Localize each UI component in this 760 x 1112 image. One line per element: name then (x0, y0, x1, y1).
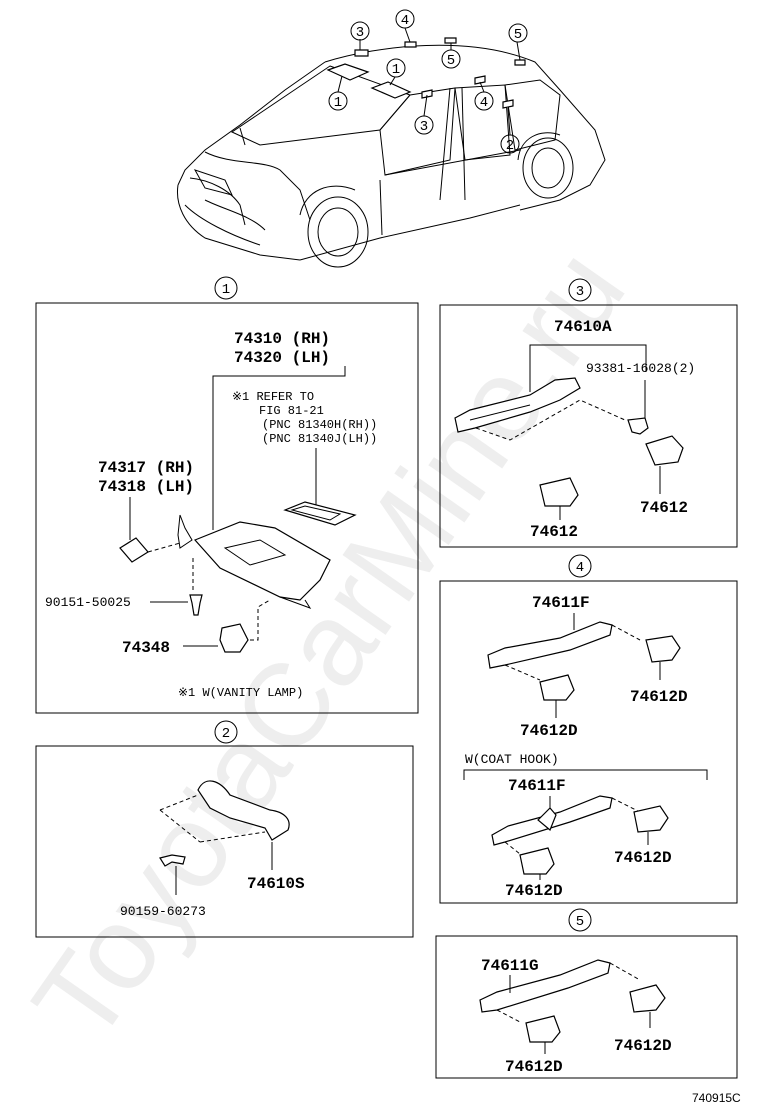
visor-part-rh: 74310 (RH) (234, 330, 330, 348)
cover-right-4: 74612D (630, 688, 688, 706)
svg-text:2: 2 (506, 138, 514, 154)
figure-code: 740915C (692, 1091, 741, 1105)
svg-text:5: 5 (514, 27, 522, 43)
visor-clip (219, 623, 249, 653)
car-callout: 1 (386, 58, 406, 78)
svg-text:4: 4 (576, 560, 584, 576)
car-illustration: 3 4 5 5 1 1 3 4 2 (176, 9, 606, 268)
cover-left-3: 74612 (530, 523, 578, 541)
assist-grip (487, 621, 613, 669)
assist-grip (454, 377, 581, 433)
grip-bolt (159, 854, 186, 867)
coat-hook-label: W(COAT HOOK) (465, 752, 559, 767)
svg-text:3: 3 (356, 25, 364, 41)
car-callout: 5 (441, 49, 461, 69)
note-line-1: ※1 REFER TO (232, 390, 314, 404)
grip-cover-bottom-2 (519, 847, 555, 875)
svg-text:5: 5 (447, 53, 455, 69)
cover-bottom-5: 74612D (505, 1058, 563, 1076)
grip-cover-bottom (539, 674, 575, 701)
grip-part-5: 74611G (481, 957, 539, 975)
cover-right-3: 74612 (640, 499, 688, 517)
grip-part-4: 74611F (532, 594, 590, 612)
svg-text:1: 1 (334, 95, 342, 111)
car-callout: 5 (508, 23, 528, 43)
cover-bottom-4b: 74612D (505, 882, 563, 900)
car-callout: 4 (474, 91, 494, 111)
svg-text:1: 1 (222, 282, 230, 298)
car-callout: 3 (414, 115, 434, 135)
panel-1-footnote: ※1 W(VANITY LAMP) (178, 686, 303, 700)
grip-cover-right (645, 435, 684, 466)
panel-5-assist-grip: 5 74611G 74612D 74612D (435, 908, 738, 1079)
grip-cover-right (629, 984, 666, 1013)
panel-5-badge: 5 (568, 908, 592, 932)
screw-part-3: 93381-16028(2) (586, 361, 695, 376)
screw-part: 90151-50025 (45, 595, 131, 610)
car-callout: 4 (395, 9, 415, 29)
panel-2-badge: 2 (214, 720, 238, 744)
holder-part-rh: 74317 (RH) (98, 459, 194, 477)
svg-text:3: 3 (576, 284, 584, 300)
note-line-2: FIG 81-21 (259, 404, 324, 418)
panel-3-badge: 3 (568, 278, 592, 302)
assist-grip (197, 780, 290, 841)
svg-text:4: 4 (401, 13, 409, 29)
svg-text:5: 5 (576, 914, 584, 930)
svg-text:1: 1 (392, 62, 400, 78)
car-callout: 2 (500, 134, 520, 154)
svg-text:4: 4 (480, 95, 488, 111)
car-callout: 3 (350, 21, 370, 41)
grip-part-3: 74610A (554, 318, 612, 336)
assist-grip (479, 959, 611, 1013)
car-callout: 1 (328, 91, 348, 111)
vanity-lamp (283, 501, 357, 526)
grip-cover-right (645, 635, 681, 663)
grip-part-4b: 74611F (508, 777, 566, 795)
note-line-3: (PNC 81340H(RH)) (262, 418, 377, 432)
screw (189, 594, 203, 616)
grip-cover-bottom (525, 1015, 561, 1043)
panel-1-badge: 1 (214, 276, 238, 300)
clip-part: 74348 (122, 639, 170, 657)
bolt-part-2: 90159-60273 (120, 904, 206, 919)
panel-1-sun-visor: 1 74310 (RH) 74320 (LH) ※1 REFER TO FIG … (35, 276, 419, 714)
cover-right-4b: 74612D (614, 849, 672, 867)
cover-right-5: 74612D (614, 1037, 672, 1055)
coat-hook (537, 807, 557, 831)
grip-screw (627, 417, 649, 435)
visor-holder (119, 537, 149, 563)
grip-part-2: 74610S (247, 875, 305, 893)
panel-4-assist-grip: 4 74611F 74612D 74612D W(COAT HOOK) 7461… (439, 554, 738, 904)
svg-text:2: 2 (222, 726, 230, 742)
panel-2-assist-grip: 2 74610S 90159-60273 (35, 720, 414, 938)
panel-3-assist-grip: 3 74610A 93381-16028(2) 74612 74612 (439, 278, 738, 548)
grip-cover-left (539, 477, 579, 507)
holder-part-lh: 74318 (LH) (98, 478, 194, 496)
svg-text:3: 3 (420, 119, 428, 135)
cover-bottom-4: 74612D (520, 722, 578, 740)
panel-4-badge: 4 (568, 554, 592, 578)
note-line-4: (PNC 81340J(LH)) (262, 432, 377, 446)
grip-cover-right-2 (633, 805, 669, 833)
visor-part-lh: 74320 (LH) (234, 349, 330, 367)
